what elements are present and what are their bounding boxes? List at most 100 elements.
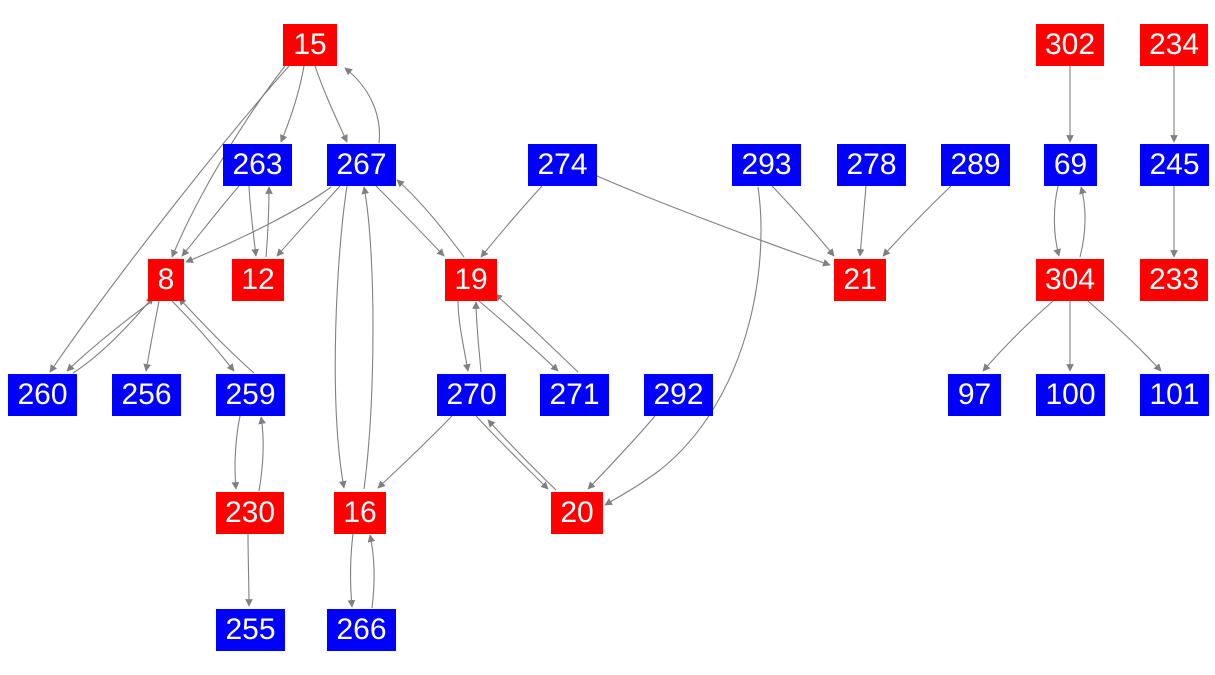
node-box[interactable] — [528, 144, 597, 186]
graph-node-233[interactable]: 233 — [1140, 259, 1208, 301]
node-box[interactable] — [283, 24, 337, 66]
node-label: 289 — [950, 148, 1000, 181]
node-box[interactable] — [112, 374, 181, 416]
graph-edge — [347, 533, 356, 608]
node-label: 266 — [336, 613, 386, 646]
node-label: 260 — [17, 378, 67, 411]
edges-layer — [49, 65, 1178, 609]
graph-node-260[interactable]: 260 — [8, 374, 77, 416]
graph-node-97[interactable]: 97 — [948, 374, 1001, 416]
graph-edge — [276, 185, 341, 257]
graph-edge — [185, 186, 332, 263]
graph-node-302[interactable]: 302 — [1036, 24, 1104, 66]
node-box[interactable] — [1044, 144, 1097, 186]
node-box[interactable] — [1036, 374, 1105, 416]
graph-edge — [478, 300, 559, 372]
graph-node-274[interactable]: 274 — [528, 144, 597, 186]
node-label: 69 — [1054, 148, 1087, 181]
graph-node-270[interactable]: 270 — [437, 374, 506, 416]
node-label: 267 — [336, 148, 386, 181]
graph-edge — [334, 185, 348, 489]
node-box[interactable] — [437, 374, 506, 416]
node-box[interactable] — [551, 492, 603, 534]
node-box[interactable] — [1036, 259, 1104, 301]
node-label: 230 — [225, 496, 275, 529]
node-box[interactable] — [1140, 259, 1208, 301]
graph-edge — [143, 300, 160, 372]
node-label: 21 — [843, 263, 876, 296]
node-box[interactable] — [327, 144, 396, 186]
node-box[interactable] — [644, 374, 713, 416]
graph-node-278[interactable]: 278 — [837, 144, 906, 186]
graph-node-101[interactable]: 101 — [1140, 374, 1209, 416]
graph-edge — [49, 65, 290, 373]
graph-edge — [361, 186, 374, 490]
node-box[interactable] — [941, 144, 1010, 186]
node-box[interactable] — [732, 144, 801, 186]
node-box[interactable] — [1036, 24, 1104, 66]
graph-edge — [457, 300, 471, 372]
graph-edge — [882, 185, 952, 257]
node-box[interactable] — [1140, 374, 1209, 416]
node-box[interactable] — [216, 609, 285, 651]
graph-node-16[interactable]: 16 — [334, 492, 386, 534]
node-box[interactable] — [148, 259, 184, 301]
graph-node-8[interactable]: 8 — [148, 259, 184, 301]
node-box[interactable] — [948, 374, 1001, 416]
graph-node-69[interactable]: 69 — [1044, 144, 1097, 186]
node-box[interactable] — [1140, 144, 1209, 186]
node-box[interactable] — [232, 259, 284, 301]
node-box[interactable] — [8, 374, 77, 416]
node-box[interactable] — [540, 374, 609, 416]
node-label: 19 — [454, 263, 487, 296]
node-box[interactable] — [216, 374, 285, 416]
node-box[interactable] — [837, 144, 906, 186]
node-box[interactable] — [834, 259, 886, 301]
graph-node-255[interactable]: 255 — [216, 609, 285, 651]
graph-node-267[interactable]: 267 — [327, 144, 396, 186]
node-label: 256 — [121, 378, 171, 411]
graph-node-230[interactable]: 230 — [216, 492, 284, 534]
node-label: 101 — [1149, 378, 1199, 411]
graph-node-266[interactable]: 266 — [327, 609, 396, 651]
node-label: 100 — [1045, 378, 1095, 411]
graph-node-100[interactable]: 100 — [1036, 374, 1105, 416]
graph-edge — [377, 415, 453, 489]
graph-edge — [66, 300, 153, 372]
graph-node-19[interactable]: 19 — [445, 259, 497, 301]
graph-node-289[interactable]: 289 — [941, 144, 1010, 186]
node-label: 259 — [225, 378, 275, 411]
graph-node-245[interactable]: 245 — [1140, 144, 1209, 186]
graph-node-304[interactable]: 304 — [1036, 259, 1104, 301]
graph-node-271[interactable]: 271 — [540, 374, 609, 416]
node-box[interactable] — [334, 492, 386, 534]
graph-edge — [856, 185, 867, 257]
graph-node-256[interactable]: 256 — [112, 374, 181, 416]
node-label: 263 — [232, 148, 282, 181]
node-label: 270 — [446, 378, 496, 411]
node-label: 234 — [1149, 28, 1199, 61]
graph-node-292[interactable]: 292 — [644, 374, 713, 416]
node-label: 16 — [343, 496, 376, 529]
node-label: 302 — [1045, 28, 1095, 61]
graph-node-15[interactable]: 15 — [283, 24, 337, 66]
graph-node-263[interactable]: 263 — [223, 144, 292, 186]
graph-edge — [248, 185, 259, 257]
graph-node-259[interactable]: 259 — [216, 374, 285, 416]
node-box[interactable] — [445, 259, 497, 301]
graph-node-293[interactable]: 293 — [732, 144, 801, 186]
node-label: 271 — [549, 378, 599, 411]
node-label: 20 — [560, 496, 593, 529]
node-box[interactable] — [223, 144, 292, 186]
graph-node-234[interactable]: 234 — [1140, 24, 1208, 66]
node-label: 292 — [653, 378, 703, 411]
graph-edge — [396, 179, 465, 258]
graph-edge — [72, 296, 154, 374]
graph-node-12[interactable]: 12 — [232, 259, 284, 301]
graph-node-20[interactable]: 20 — [551, 492, 603, 534]
node-box[interactable] — [1140, 24, 1208, 66]
node-box[interactable] — [327, 609, 396, 651]
node-box[interactable] — [216, 492, 284, 534]
graph-node-21[interactable]: 21 — [834, 259, 886, 301]
